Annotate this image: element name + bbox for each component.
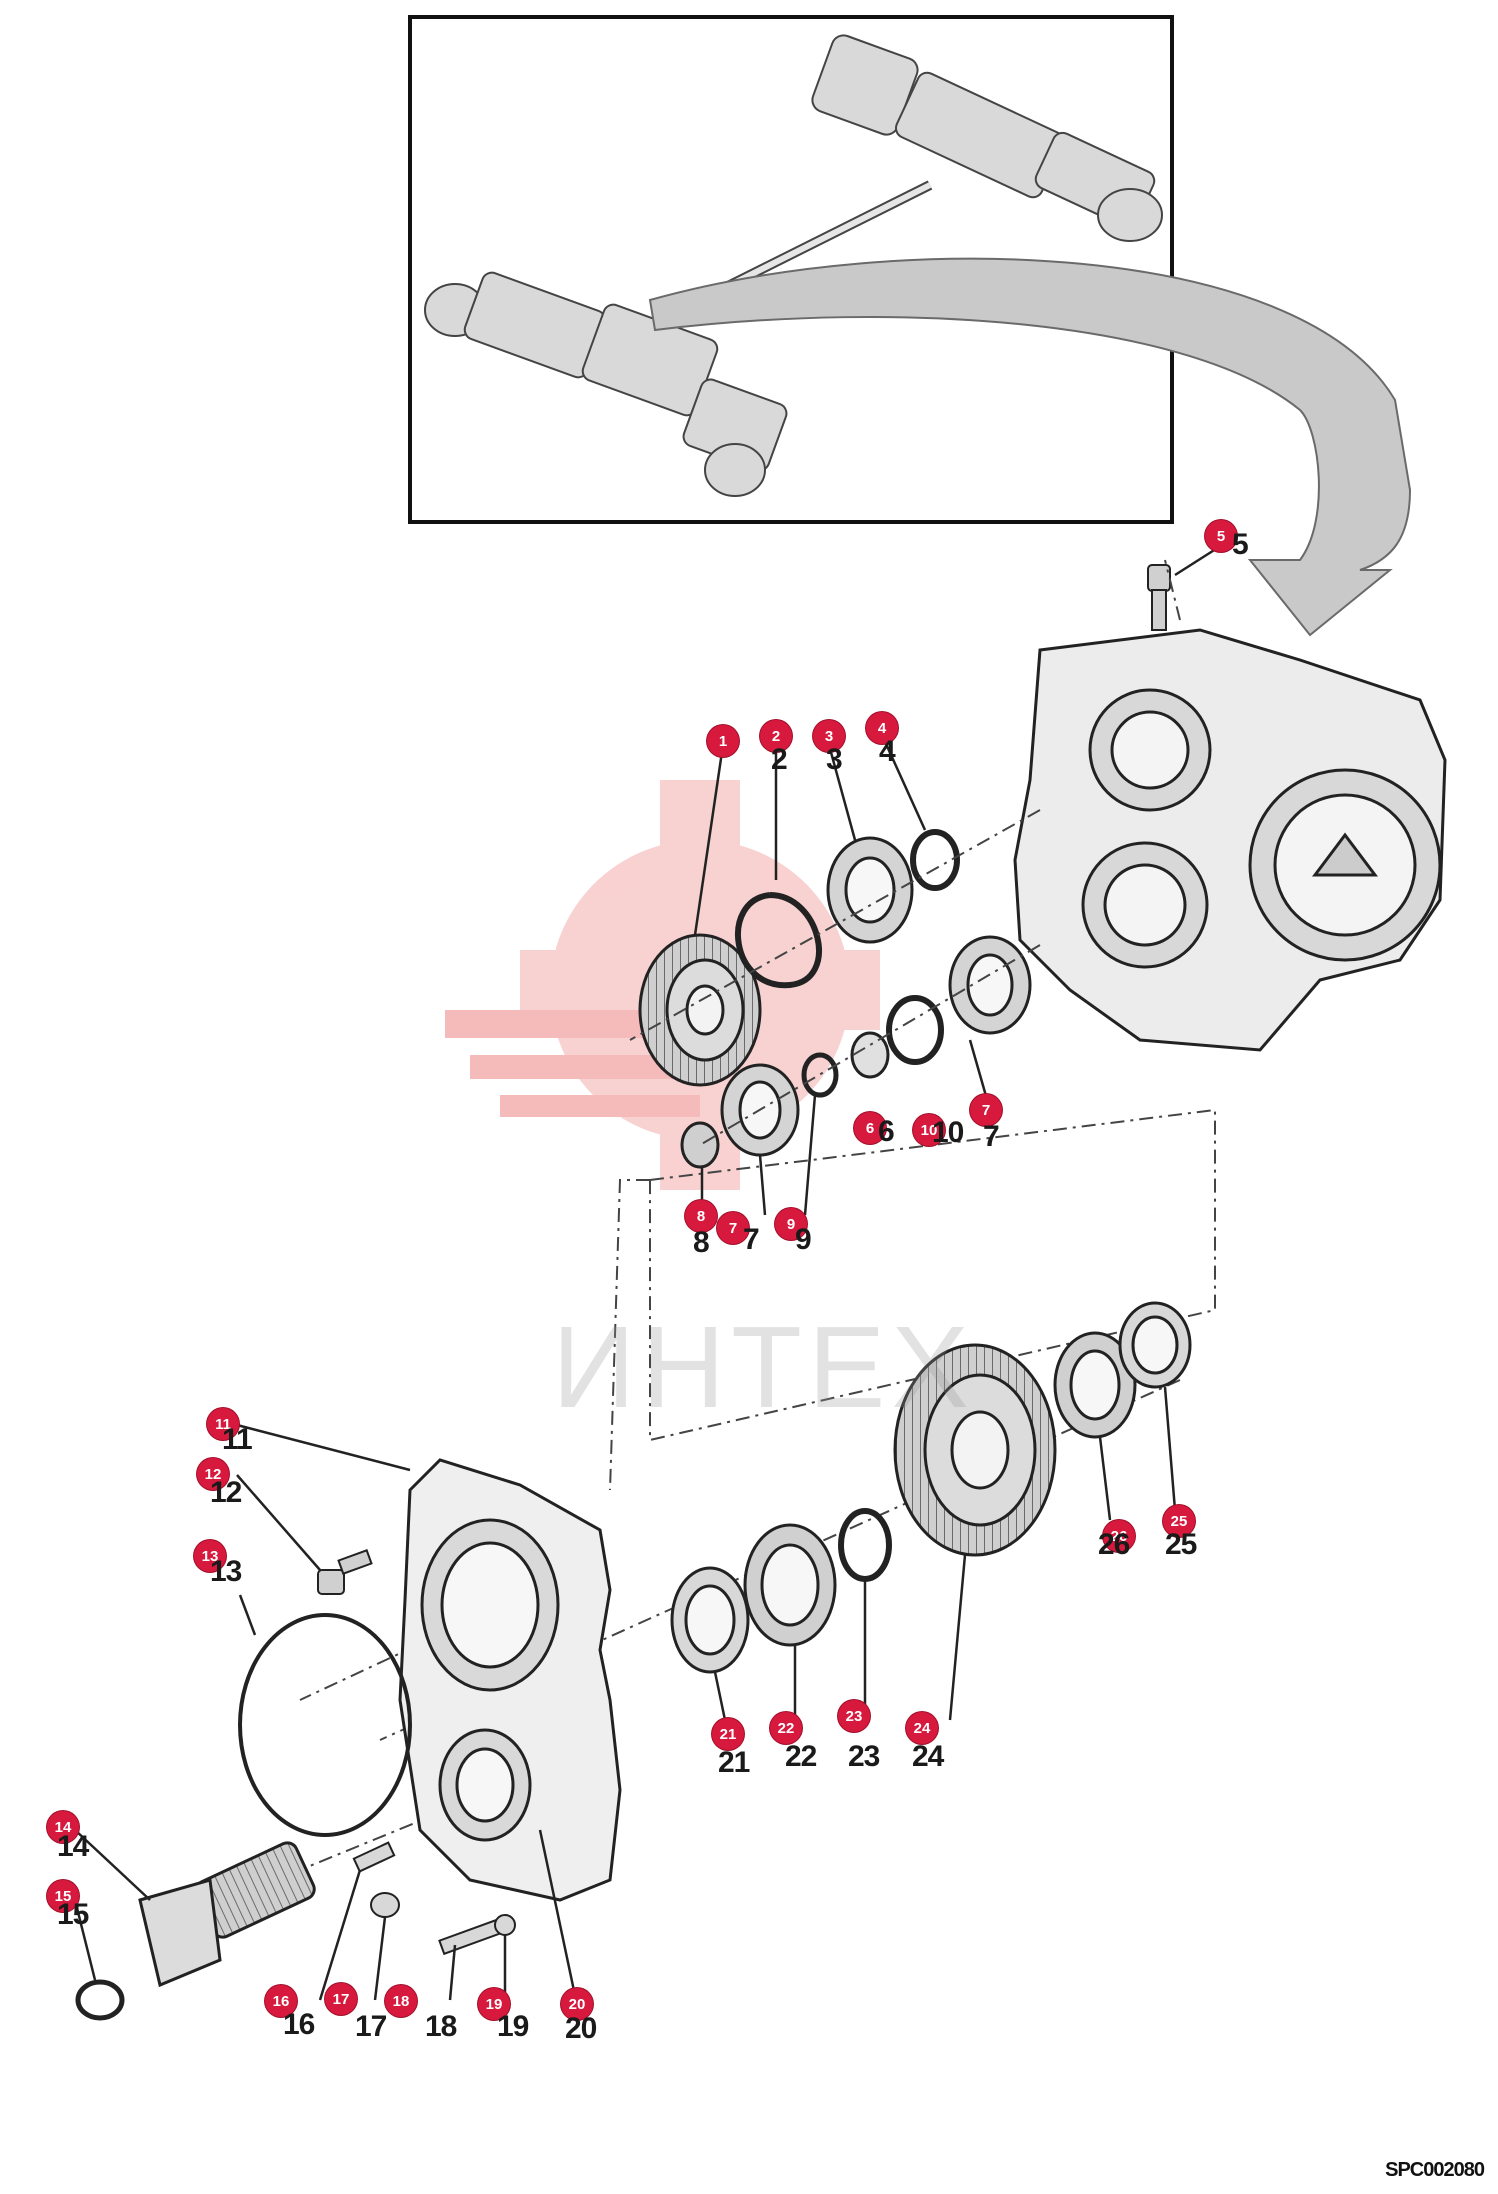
callout-13[interactable]: 13 <box>194 1540 226 1572</box>
part-label-4: 4 <box>879 735 896 768</box>
part-label-14: 14 <box>57 1830 89 1863</box>
watermark-text: ИНТЕХ <box>552 1302 975 1432</box>
callout-8[interactable]: 8 <box>685 1200 717 1232</box>
bolt-12 <box>317 1549 373 1595</box>
part-label-23: 23 <box>848 1740 880 1773</box>
housing-cover <box>398 1458 622 1902</box>
part-label-17: 17 <box>355 2010 387 2043</box>
part-label-13: 13 <box>210 1555 242 1588</box>
callout-12[interactable]: 12 <box>197 1458 229 1490</box>
part-label-7a: 7 <box>983 1120 1000 1153</box>
part-label-25: 25 <box>1165 1528 1197 1561</box>
upper-parts <box>638 829 1032 1169</box>
callout-20[interactable]: 20 <box>561 1988 593 2020</box>
callout-21[interactable]: 21 <box>712 1718 744 1750</box>
callout-6[interactable]: 6 <box>854 1112 886 1144</box>
part-label-21: 21 <box>718 1746 750 1779</box>
callout-4[interactable]: 4 <box>866 712 898 744</box>
part-label-9: 9 <box>795 1223 812 1256</box>
callout-19[interactable]: 19 <box>478 1988 510 2020</box>
part-label-16: 16 <box>283 2008 315 2041</box>
part-label-6: 6 <box>878 1115 895 1148</box>
part-label-3: 3 <box>826 743 843 776</box>
lower-parts <box>670 1301 1192 1674</box>
callout-11[interactable]: 11 <box>207 1408 239 1440</box>
part-label-26: 26 <box>1098 1528 1130 1561</box>
callout-22[interactable]: 22 <box>770 1712 802 1744</box>
part-label-7b: 7 <box>743 1223 760 1256</box>
callout-15[interactable]: 15 <box>47 1880 79 1912</box>
bolt-5 <box>1147 564 1171 631</box>
part-label-11: 11 <box>222 1423 253 1456</box>
drawing-code: SPC002080 <box>1385 2159 1485 2181</box>
callout-7a[interactable]: 7 <box>970 1094 1002 1126</box>
o-ring-13 <box>238 1613 412 1837</box>
part-label-19: 19 <box>497 2010 529 2043</box>
output-shaft-14 <box>75 1841 316 2021</box>
part-label-20: 20 <box>565 2012 597 2045</box>
part-label-2: 2 <box>771 743 788 776</box>
callout-16[interactable]: 16 <box>265 1985 297 2017</box>
callout-18[interactable]: 18 <box>385 1985 417 2017</box>
callout-25[interactable]: 25 <box>1163 1505 1195 1537</box>
direction-arrow <box>648 257 1412 637</box>
callout-1[interactable]: 1 <box>707 725 739 757</box>
callout-23[interactable]: 23 <box>838 1700 870 1732</box>
callout-5[interactable]: 5 <box>1205 520 1237 552</box>
part-label-24: 24 <box>912 1740 944 1773</box>
leader-lines <box>73 538 1231 2006</box>
part-label-12: 12 <box>210 1476 242 1509</box>
part-label-10: 10 <box>932 1116 964 1149</box>
callout-24[interactable]: 24 <box>906 1712 938 1744</box>
callout-7b[interactable]: 7 <box>717 1212 749 1244</box>
part-label-22: 22 <box>785 1740 817 1773</box>
gearbox-housing <box>1013 628 1447 1052</box>
part-label-5: 5 <box>1232 528 1249 561</box>
callout-9[interactable]: 9 <box>775 1208 807 1240</box>
callout-26[interactable]: 26 <box>1103 1520 1135 1552</box>
callout-3[interactable]: 3 <box>813 720 845 752</box>
callout-17[interactable]: 17 <box>325 1983 357 2015</box>
callout-2[interactable]: 2 <box>760 720 792 752</box>
callout-14[interactable]: 14 <box>47 1811 79 1843</box>
callout-10[interactable]: 10 <box>913 1114 945 1146</box>
part-label-8: 8 <box>693 1226 710 1259</box>
part-label-18: 18 <box>425 2010 457 2043</box>
part-label-15: 15 <box>57 1898 89 1931</box>
